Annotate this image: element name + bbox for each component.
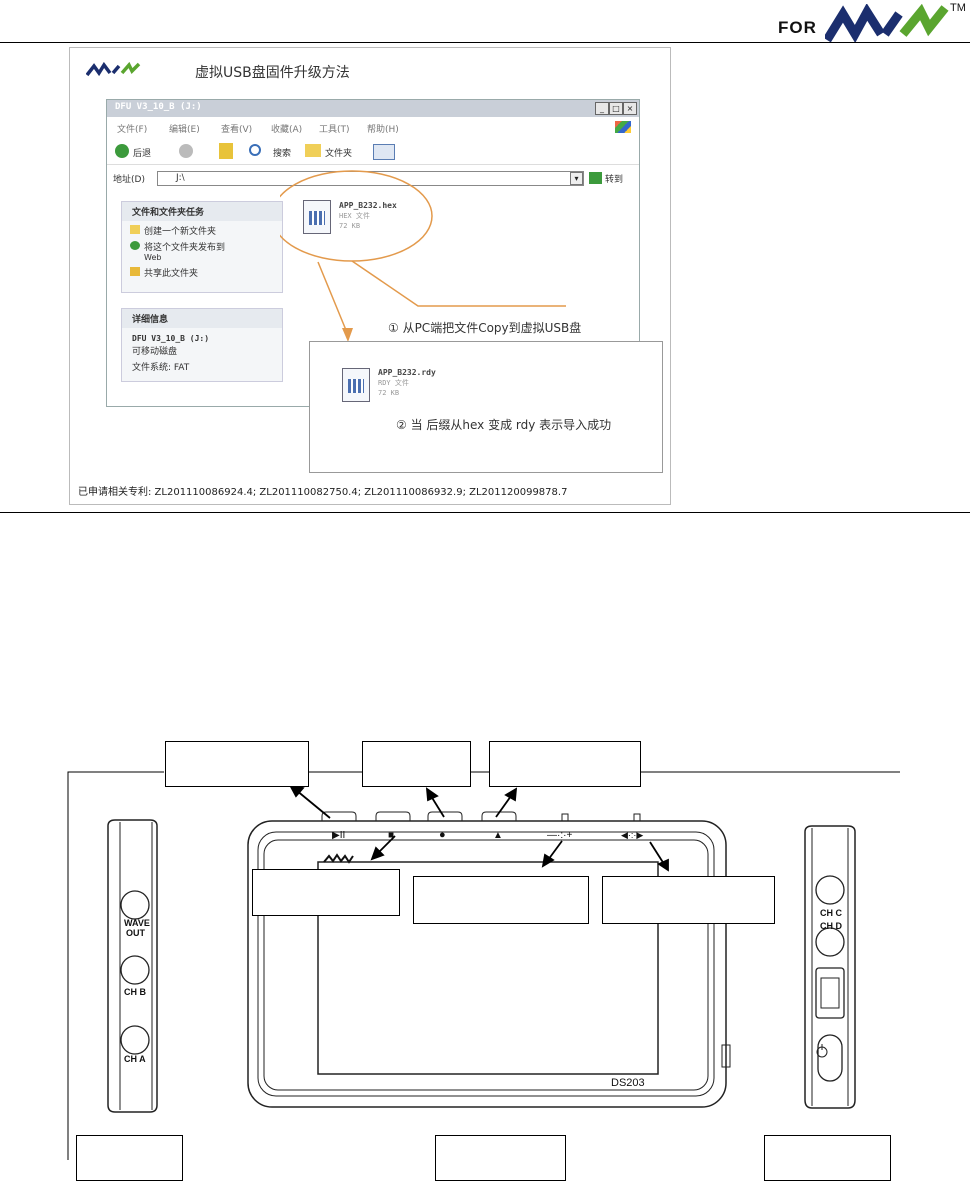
- step2-caption: ② 当 后缀从hex 变成 rdy 表示导入成功: [396, 418, 612, 432]
- menu-bar: 文件(F) 编辑(E) 查看(V) 收藏(A) 工具(T) 帮助(H): [107, 119, 639, 136]
- folders-icon[interactable]: [305, 144, 321, 157]
- hex-file-icon[interactable]: [303, 200, 331, 234]
- go-icon[interactable]: [589, 172, 602, 184]
- globe-icon: [130, 241, 140, 250]
- hex-file-name: APP_B232.hex: [339, 201, 397, 210]
- section-rule: [0, 512, 970, 513]
- mini-logo-small-icon: [86, 62, 141, 77]
- details-panel-header[interactable]: 详细信息: [122, 309, 282, 328]
- illustration-title: 虚拟USB盘固件升级方法: [195, 65, 350, 81]
- port-out-label: OUT: [126, 928, 146, 938]
- label-box-square: [252, 869, 400, 916]
- pointer-arrows: [288, 783, 669, 872]
- maximize-icon[interactable]: □: [609, 102, 623, 115]
- menu-file[interactable]: 文件(F): [117, 125, 148, 135]
- label-box-left-side: [76, 1135, 183, 1181]
- window-titlebar: DFU V3_10_B (J:) _ □ ×: [107, 100, 639, 117]
- address-label: 地址(D): [113, 175, 145, 185]
- back-label[interactable]: 后退: [133, 149, 152, 159]
- drive-name: DFU V3_10_B (J:): [132, 334, 210, 343]
- drive-type: 可移动磁盘: [132, 347, 178, 357]
- menu-view[interactable]: 查看(V): [221, 125, 253, 135]
- device-diagram: WAVE OUT CH B CH A CH C CH D ▶II ■: [67, 771, 900, 1160]
- rdy-file-name: APP_B232.rdy: [378, 368, 436, 377]
- label-box-play-pause: [165, 741, 309, 787]
- hex-file-size: 72 KB: [339, 222, 361, 230]
- drive-filesystem: 文件系统: FAT: [132, 363, 190, 373]
- menu-favorites[interactable]: 收藏(A): [271, 125, 303, 135]
- label-box-triangle: [489, 741, 641, 787]
- port-wave-label: WAVE: [124, 918, 150, 928]
- window-title: DFU V3_10_B (J:): [115, 102, 202, 112]
- front-body: ▶II ■ ● ▲ —·:·+ ◀·:·▶ DS203: [247, 811, 731, 1108]
- rdy-file-type: RDY 文件: [378, 379, 409, 387]
- patent-line: 已申请相关专利: ZL201110086924.4; ZL20111008275…: [78, 487, 568, 498]
- menu-help[interactable]: 帮助(H): [367, 125, 399, 135]
- back-icon[interactable]: [115, 144, 129, 158]
- callout-lines: [280, 170, 566, 342]
- port-chc-label: CH C: [820, 908, 842, 918]
- address-value: J:\: [176, 173, 185, 183]
- port-chd-label: CH D: [820, 921, 842, 931]
- menu-edit[interactable]: 编辑(E): [169, 125, 200, 135]
- port-cha-label: CH A: [124, 1054, 146, 1064]
- label-box-minus-plus: [413, 876, 589, 924]
- circle-key-label: ●: [439, 829, 446, 841]
- mini-logo-icon: [825, 4, 949, 44]
- step1-caption: ① 从PC端把文件Copy到虚拟USB盘: [388, 321, 582, 335]
- model-label: DS203: [611, 1077, 645, 1089]
- go-label[interactable]: 转到: [605, 175, 624, 185]
- label-box-circle: [362, 741, 471, 787]
- search-icon[interactable]: [249, 144, 261, 156]
- new-folder-icon: [130, 225, 140, 234]
- rdy-file-popup: APP_B232.rdy RDY 文件 72 KB ② 当 后缀从hex 变成 …: [309, 341, 663, 473]
- play-pause-key-label: ▶II: [332, 830, 345, 841]
- close-icon[interactable]: ×: [623, 102, 637, 115]
- label-box-right-side: [764, 1135, 891, 1181]
- windows-flag-icon: [615, 121, 631, 133]
- address-dropdown-icon[interactable]: ▾: [570, 172, 583, 185]
- minimize-icon[interactable]: _: [595, 102, 609, 115]
- left-side-profile: WAVE OUT CH B CH A: [107, 819, 158, 1113]
- details-panel: 详细信息 DFU V3_10_B (J:) 可移动磁盘 文件系统: FAT: [121, 308, 283, 382]
- share-folder-icon: [130, 267, 140, 276]
- label-box-left-right: [602, 876, 775, 924]
- bezel-logo-icon: [323, 853, 354, 864]
- header-for-text: FOR: [778, 18, 817, 37]
- label-box-front: [435, 1135, 566, 1181]
- right-side-profile: CH C CH D: [804, 825, 856, 1109]
- hex-file-type: HEX 文件: [339, 212, 370, 220]
- tasks-panel-header[interactable]: 文件和文件夹任务: [122, 202, 282, 221]
- forward-icon[interactable]: [179, 144, 193, 158]
- rdy-file-size: 72 KB: [378, 389, 400, 397]
- menu-tools[interactable]: 工具(T): [319, 125, 350, 135]
- left-right-key-label: ◀·:·▶: [621, 830, 643, 840]
- triangle-key-label: ▲: [493, 830, 503, 841]
- task-new-folder[interactable]: 创建一个新文件夹: [122, 224, 282, 237]
- bracket-line: [67, 771, 164, 1160]
- folder-up-icon[interactable]: [219, 143, 233, 159]
- square-key-label: ■: [388, 830, 394, 841]
- toolbar: 后退 搜索 文件夹: [107, 138, 639, 165]
- folders-label[interactable]: 文件夹: [325, 149, 353, 159]
- minus-plus-key-label: —·:·+: [547, 830, 572, 841]
- trademark-mark: TM: [950, 2, 966, 14]
- task-share-folder[interactable]: 共享此文件夹: [122, 266, 282, 279]
- views-icon[interactable]: [373, 144, 395, 160]
- search-label[interactable]: 搜索: [273, 149, 292, 159]
- header-rule: [0, 42, 970, 43]
- rdy-file-icon[interactable]: [342, 368, 370, 402]
- port-chb-label: CH B: [124, 987, 146, 997]
